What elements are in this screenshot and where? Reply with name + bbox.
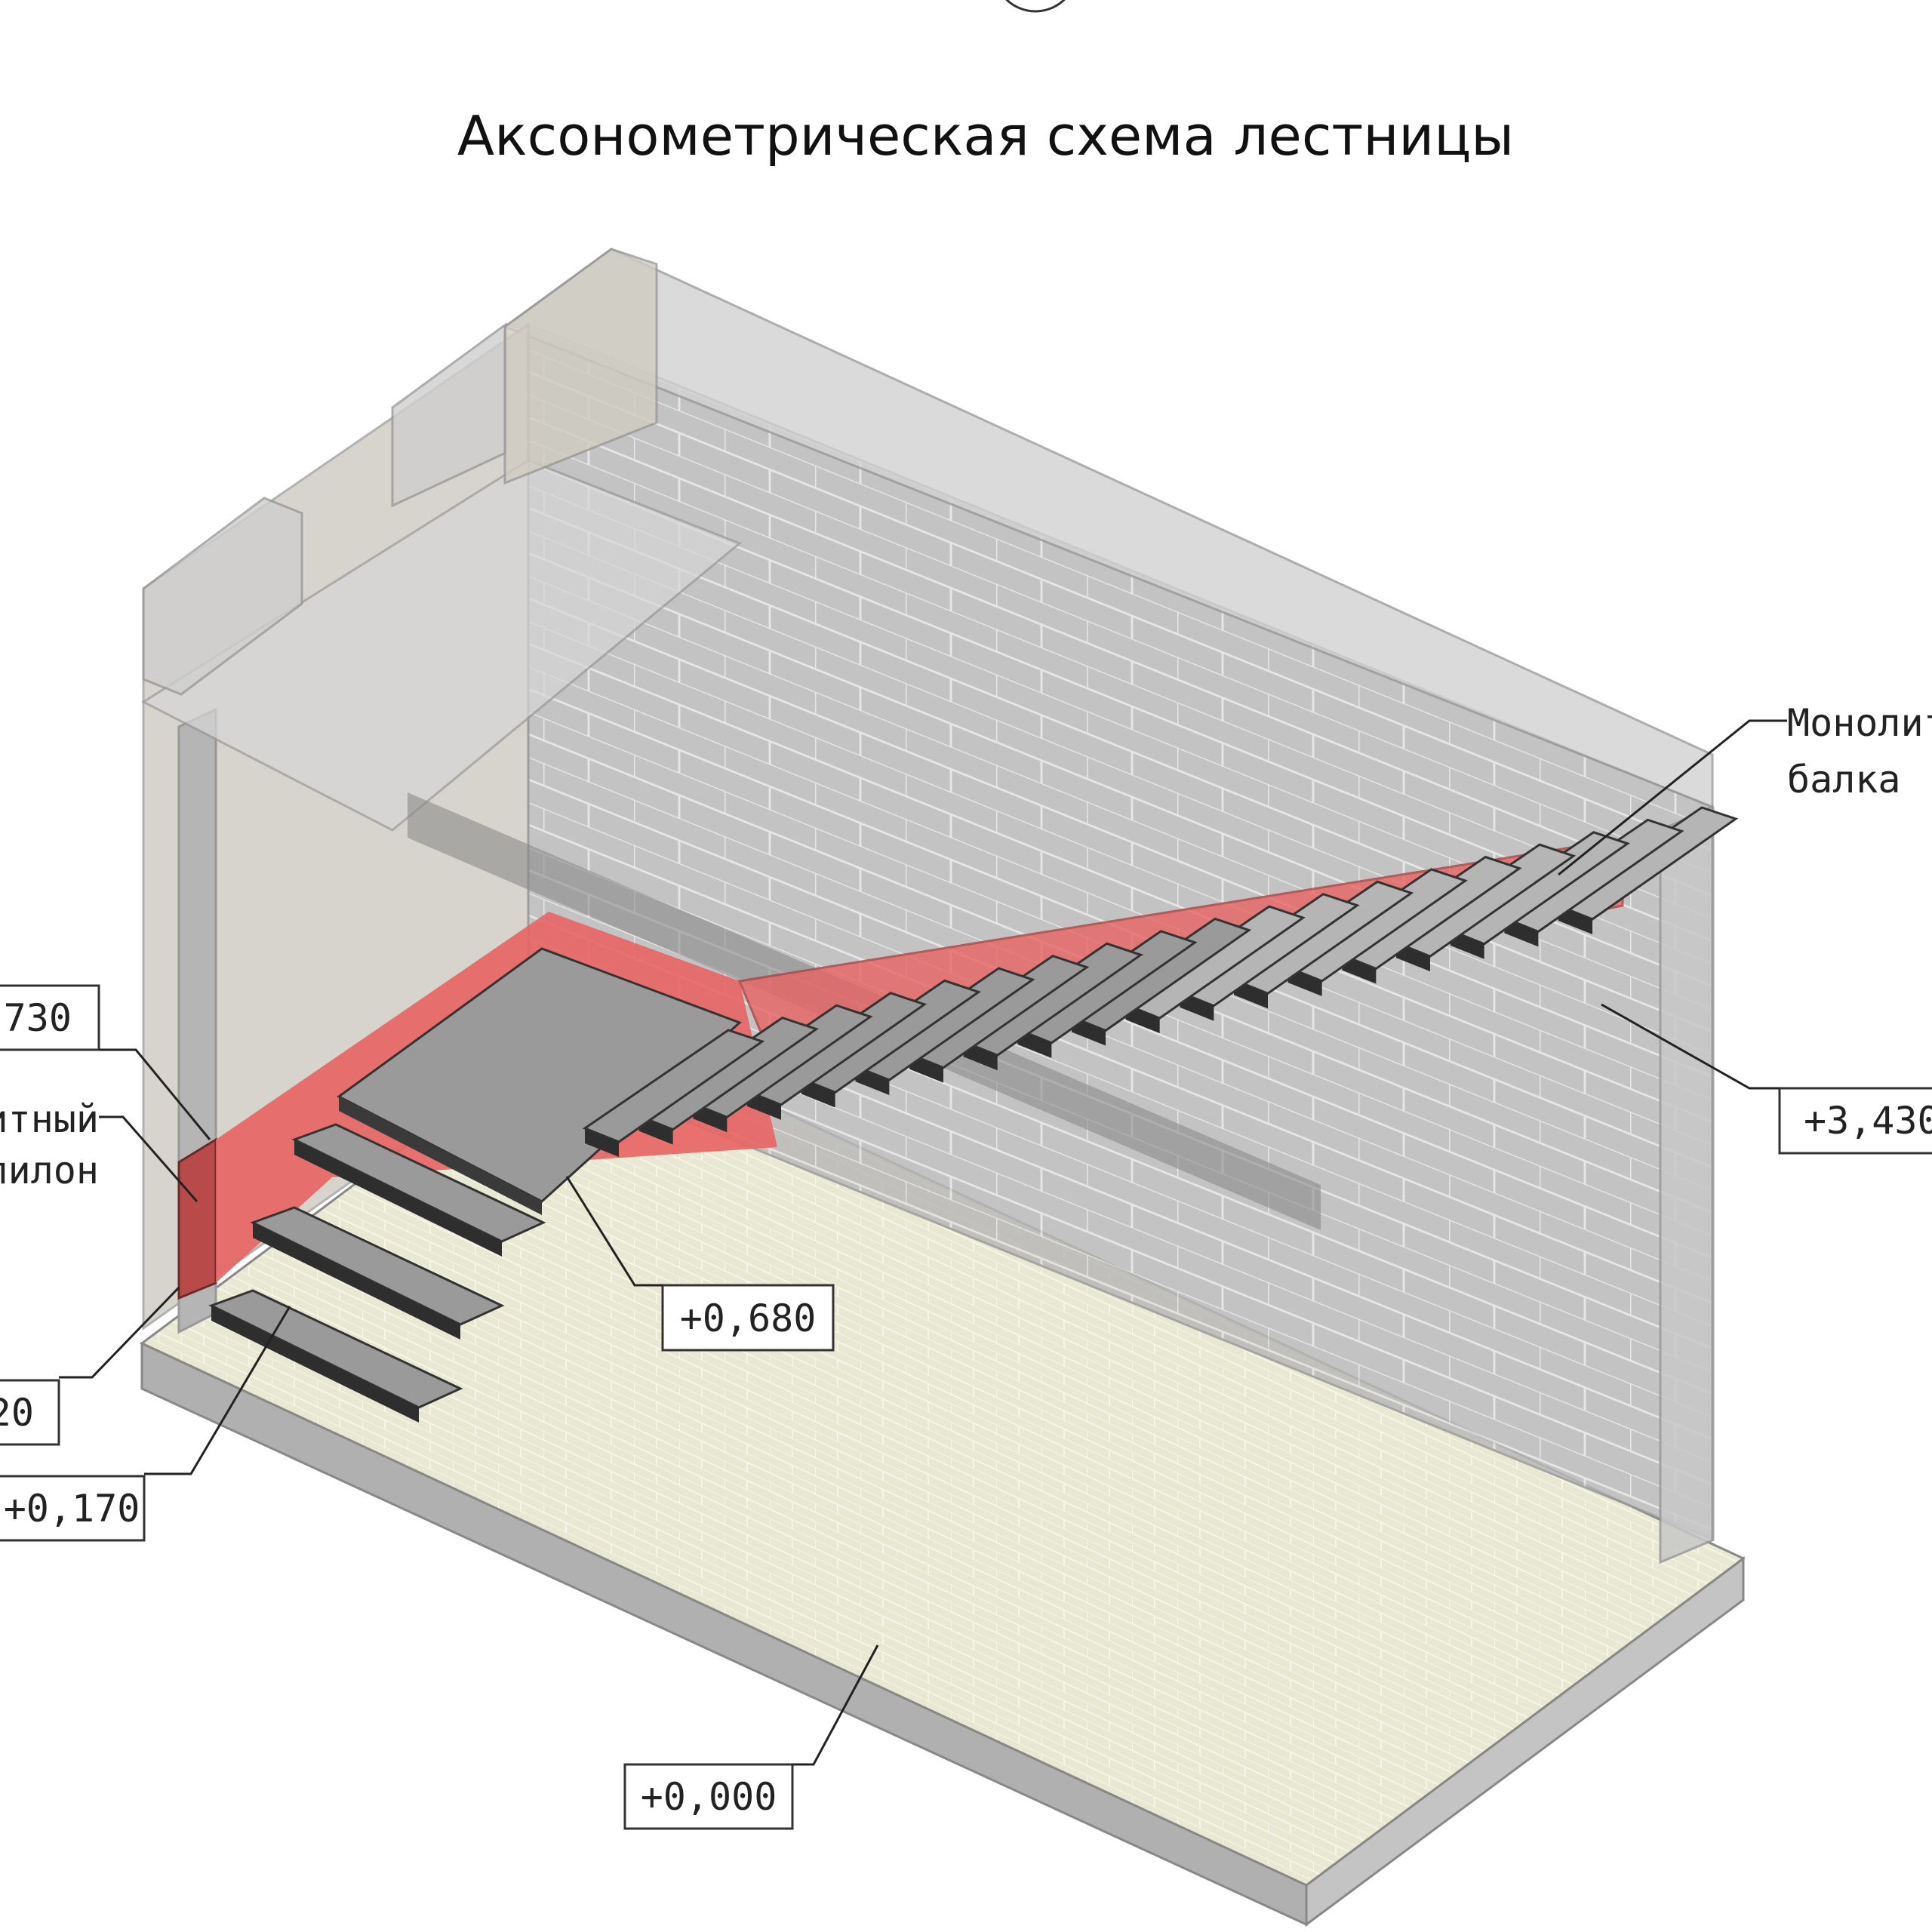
svg-text:Монолити: Монолити [1787,701,1932,745]
svg-text:20: 20 [0,1391,34,1435]
upper-slab [140,459,742,832]
level-tag-0680: +0,680 [565,1176,835,1352]
svg-text:итный: итный [0,1097,99,1141]
svg-text:+0,000: +0,000 [641,1775,777,1819]
svg-text:балка: балка [1787,758,1901,801]
drawing-title: Аксонометрическая схема лестницы [457,104,1514,168]
svg-text:+3,430: +3,430 [1804,1099,1932,1143]
level-tag-x20: 20 [0,1286,180,1446]
right-pier [1659,804,1714,1564]
stair-steps [208,806,1739,1423]
level-tag-0170: +0,170 [0,1306,291,1542]
lower-stair-step-edge [294,1140,502,1257]
svg-text:,730: ,730 [0,996,72,1040]
pylon-callout: итный пилон [0,1097,198,1202]
svg-text:пилон: пилон [0,1149,99,1192]
level-tag-0730: ,730 [0,984,211,1140]
stair-step-edge [585,1128,619,1157]
landing-platform [337,947,742,1203]
level-tag-3430: +3,430 [1601,1003,1932,1155]
level-tag-0000: +0,000 [623,1644,879,1830]
svg-text:+0,170: +0,170 [4,1487,140,1531]
section-marker-circle [1005,0,1066,13]
parapet-1 [142,497,303,696]
lower-stair-step-edge [211,1306,419,1423]
svg-text:+0,680: +0,680 [680,1297,817,1340]
parapet-3 [503,248,658,485]
lower-stair-step-edge [253,1223,460,1340]
lower-stair-step [208,1289,463,1409]
beam-callout: Монолити балка [1558,701,1932,876]
monolithic-pylon [177,1137,217,1300]
landing-edge [339,1097,542,1215]
